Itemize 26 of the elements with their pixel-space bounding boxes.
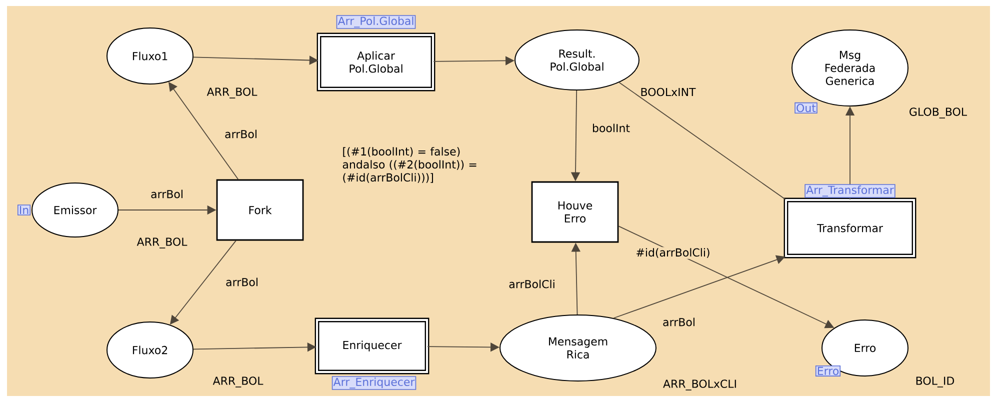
edge-label: boolInt	[590, 122, 632, 134]
type-label: GLOB_BOL	[910, 108, 967, 118]
port-tag: Out	[794, 102, 818, 114]
type-label: ARR_BOL	[206, 88, 258, 98]
edge-label: arrBol	[224, 128, 258, 140]
port-tag: Arr_Enriquecer	[332, 376, 416, 390]
edge-label: arrBol	[150, 188, 184, 200]
edge-label: arrBol	[662, 316, 696, 328]
type-label: ARR_BOL	[136, 238, 188, 248]
transition-box: Houve Erro	[531, 181, 619, 243]
type-label: BOOLxINT	[641, 88, 696, 96]
type-label: ARR_BOLxCLI	[663, 380, 736, 390]
edge-label: arrBolCli	[508, 278, 556, 290]
substitution-box: Transformar	[784, 198, 916, 258]
edge-label: #id(arrBolCli)	[634, 247, 712, 259]
port-tag: Erro	[815, 366, 841, 376]
port-tag: Arr_Pol.Global	[336, 15, 416, 29]
edge-label: arrBol	[224, 276, 260, 288]
transition-box: Fork	[216, 179, 304, 241]
substitution-box: Enriquecer	[314, 318, 430, 374]
port-tag: Arr_Transformar	[804, 184, 896, 198]
type-label: ARR_BOL	[212, 376, 264, 388]
guard-label: [(#1(boolInt) = false) andalso ((#2(boolInt)) = (#id(arrBolCli)))]	[342, 147, 476, 183]
port-tag: In	[18, 204, 31, 216]
type-label: BOL_ID	[916, 376, 954, 388]
substitution-box: Aplicar Pol.Global	[316, 32, 436, 92]
